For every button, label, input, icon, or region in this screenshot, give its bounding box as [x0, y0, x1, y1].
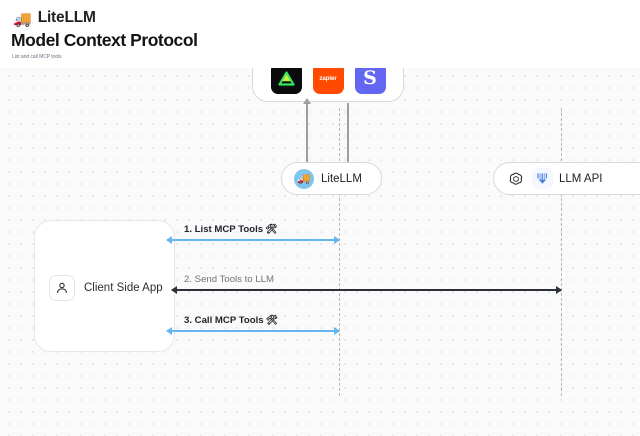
flow-send-tools-to-llm: 2. Send Tools to LLM [171, 274, 562, 294]
node-litellm-label: LiteLLM [321, 172, 362, 185]
client-side-app-content: Client Side App [49, 275, 163, 301]
lifeline-litellm [339, 108, 340, 396]
lifeline-llm-api [561, 108, 562, 396]
vertex-ai-icon [532, 168, 553, 189]
flow-2-line [172, 289, 561, 291]
slack-tool-icon[interactable]: S [354, 68, 386, 94]
flow-call-mcp-tools: 3. Call MCP Tools🛠 [166, 315, 340, 335]
flow-list-mcp-tools: 1. List MCP Tools🛠 [166, 224, 340, 244]
brand: 🚚 LiteLLM [13, 7, 96, 29]
flow-1-arrow-left [166, 236, 172, 244]
tools-icon: 🛠 [265, 224, 278, 235]
flow-1-line [167, 239, 339, 241]
node-litellm[interactable]: 🚚 LiteLLM [281, 162, 382, 195]
node-llm-api-label: LLM API [559, 172, 603, 185]
truck-avatar-icon: 🚚 [294, 168, 314, 189]
page-subtitle: List and call MCP tools [12, 54, 62, 60]
flow-3-arrow-left [166, 327, 172, 335]
flow-2-label: 2. Send Tools to LLM [184, 274, 274, 285]
flow-1-label: 1. List MCP Tools🛠 [184, 224, 278, 235]
flow-2-arrow-right [556, 286, 562, 294]
diagram-canvas[interactable]: MCP Tools zapier S 🚚 LiteLLM [0, 68, 640, 436]
node-client-side-app[interactable]: Client Side App [34, 220, 175, 352]
brand-name: LiteLLM [37, 9, 96, 26]
page-title: Model Context Protocol [11, 30, 198, 50]
tools-icon: 🛠 [265, 315, 278, 326]
arrow-mcp-to-litellm [343, 103, 352, 170]
mcp-tools-group[interactable]: zapier S [252, 68, 404, 102]
flow-1-arrow-right [334, 236, 340, 244]
flow-3-arrow-right [334, 327, 340, 335]
zapier-tool-icon[interactable]: zapier [312, 68, 344, 94]
flow-3-line [167, 330, 339, 332]
arrow-litellm-to-mcp [302, 98, 311, 165]
person-icon [49, 275, 75, 301]
client-side-app-label: Client Side App [84, 282, 163, 294]
mountain-tool-icon[interactable] [270, 68, 302, 94]
node-llm-api[interactable]: LLM API [493, 162, 640, 195]
truck-icon: 🚚 [13, 10, 32, 28]
flow-3-label: 3. Call MCP Tools🛠 [184, 315, 278, 326]
openai-icon [505, 168, 526, 189]
flow-2-arrow-left [171, 286, 177, 294]
